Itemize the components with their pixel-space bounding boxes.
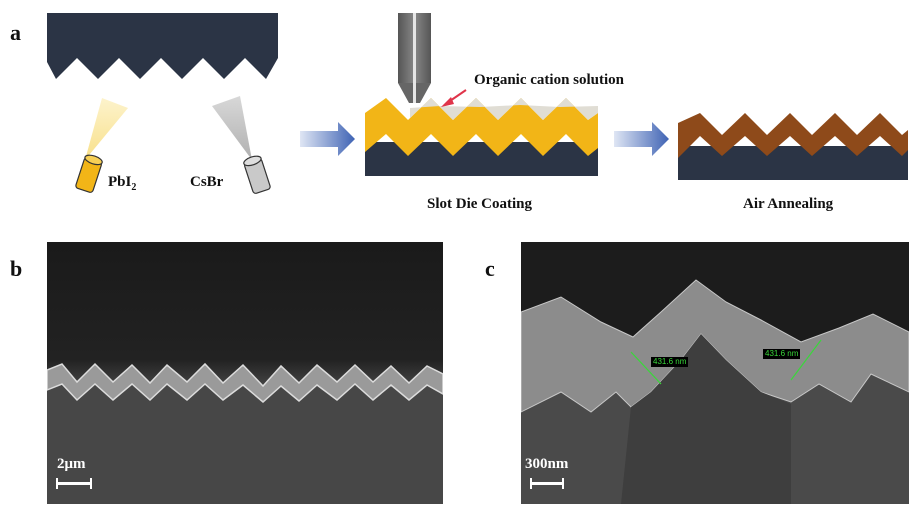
textured-substrate-inverted (47, 13, 278, 79)
panel-label-a: a (10, 20, 21, 45)
perovskite-layer (678, 113, 908, 158)
organic-solution-label: Organic cation solution (474, 72, 625, 88)
panel-label-c: c (485, 256, 495, 281)
slot-die-coating-label: Slot Die Coating (427, 196, 532, 212)
slot-die-head-icon (398, 13, 431, 103)
organic-solution-layer (410, 98, 598, 120)
textured-film-b (47, 362, 443, 403)
pyramid-core (621, 334, 791, 504)
pbi2-vapor-beam (85, 98, 128, 160)
scale-bar-b (56, 478, 92, 489)
measure-label-right: 431.6 nm (763, 349, 801, 359)
csbr-source-icon (243, 155, 271, 194)
sem-image-c: 431.6 nm 431.6 nm 300nm (521, 242, 909, 504)
csbr-vapor-beam (212, 96, 252, 160)
measure-label-left: 431.6 nm (651, 357, 689, 367)
scale-label-c: 300nm (525, 456, 569, 472)
panel-label-b: b (10, 256, 23, 281)
process-arrow-2 (614, 122, 669, 156)
pbi2-source-icon (75, 154, 103, 193)
process-schematic (47, 13, 908, 194)
pbi2-layer (365, 98, 598, 156)
scale-bar-c (530, 478, 564, 489)
process-arrow-1 (300, 122, 355, 156)
substrate-annealed (678, 146, 908, 180)
pbi2-label: PbI2 (108, 174, 137, 193)
csbr-label: CsBr (190, 174, 224, 190)
solution-pointer-arrow (441, 89, 467, 107)
textured-film-c (521, 279, 909, 413)
sem-image-b: 2μm (47, 242, 443, 504)
air-annealing-label: Air Annealing (743, 196, 834, 212)
scale-label-b: 2μm (57, 456, 86, 472)
